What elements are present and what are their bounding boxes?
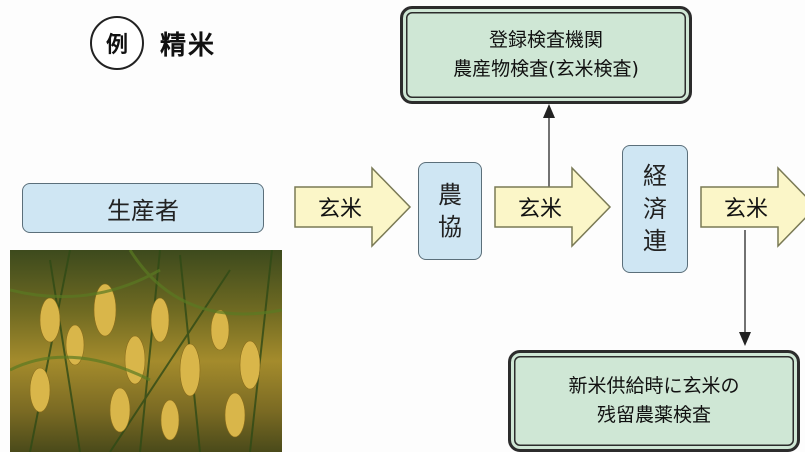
flow-arrow-2-label: 玄米: [517, 197, 562, 222]
nokyo-char-1: 農: [438, 180, 462, 209]
node-producer: 生産者: [22, 183, 264, 233]
flow-arrow-1: [294, 166, 412, 248]
inspection-bottom-line2: 残留農薬検査: [596, 404, 711, 426]
node-nokyo: 農 協: [418, 162, 482, 260]
example-marker: 例: [105, 33, 128, 58]
keizairen-char-2: 済: [643, 194, 667, 223]
node-keizairen: 経 済 連: [622, 145, 688, 273]
inspection-top-line1: 登録検査機関: [488, 28, 603, 51]
flow-arrow-3: [700, 166, 805, 248]
keizairen-char-1: 経: [643, 162, 667, 191]
inspection-box-residual-pesticide: 新米供給時に玄米の 残留農薬検査: [508, 350, 800, 452]
inspection-top-line2: 農産物検査(玄米検査): [453, 58, 639, 80]
keizairen-char-3: 連: [643, 227, 667, 256]
example-title: 例 精米: [90, 14, 216, 72]
example-marker-circle: 例: [90, 16, 144, 70]
rice-field-photo: [10, 250, 282, 452]
inspection-box-registered-agency: 登録検査機関 農産物検査(玄米検査): [400, 6, 692, 104]
connector-up-arrow: [543, 104, 555, 188]
rice-plants-illustration: [10, 250, 282, 452]
flow-arrow-1-label: 玄米: [317, 197, 362, 222]
flow-arrow-3-label: 玄米: [723, 197, 768, 222]
inspection-bottom-line1: 新米供給時に玄米の: [568, 374, 740, 397]
nokyo-char-2: 協: [438, 213, 462, 241]
flow-arrow-2: [494, 166, 612, 248]
producer-label: 生産者: [107, 196, 179, 225]
page-title: 精米: [160, 30, 217, 61]
connector-down-arrow: [739, 230, 751, 346]
